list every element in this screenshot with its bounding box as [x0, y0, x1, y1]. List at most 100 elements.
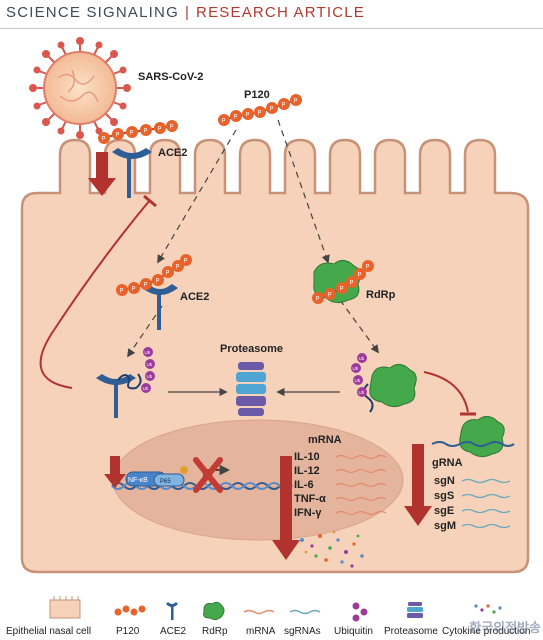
legend-label-sgrnas: sgRNAs: [284, 626, 321, 637]
p120-bead-label: P: [234, 115, 238, 121]
sgrna-2: sgE: [434, 505, 454, 517]
broadcaster-watermark: 한국의정방송: [469, 620, 541, 635]
mrna-title: mRNA: [308, 434, 342, 446]
p120-bead-label: P: [102, 137, 106, 143]
article-type: RESEARCH ARTICLE: [196, 4, 366, 21]
legend-label-p120: P120: [116, 626, 140, 637]
journal-name: SCIENCE SIGNALING: [6, 4, 179, 21]
legend-rdrp-swatch: [203, 601, 225, 621]
legend-label-mrna: mRNA: [246, 626, 276, 637]
nfkb-complex: [125, 466, 188, 487]
nfkb-label: NF-κB: [128, 477, 148, 484]
p120-bead-label: P: [340, 287, 344, 293]
legend-sgrna-swatch: [289, 609, 321, 615]
p120-bead-label: P: [176, 265, 180, 271]
rdrp-p120-complex: [312, 260, 374, 304]
p120-bead-label: P: [170, 125, 174, 131]
article-header: SCIENCE SIGNALING | RESEARCH ARTICLE: [6, 4, 365, 21]
transcription-block: [193, 457, 231, 493]
p120-bead-label: P: [166, 271, 170, 277]
cytokine-1: IL-12: [294, 465, 320, 477]
sgrna-1: sgS: [434, 490, 454, 502]
p120-bead-label: P: [258, 111, 262, 117]
rdrp-inhibition: [423, 371, 469, 413]
nfkb-decrease-arrow: [104, 456, 126, 488]
legend-mrna-swatch: [243, 609, 275, 615]
inhibition-curve: [39, 199, 151, 389]
p120-bead-label: P: [350, 281, 354, 287]
cytokine-4: IFN-γ: [294, 507, 322, 519]
p120-bead-label: P: [328, 293, 332, 299]
ace2-receptor-top: [112, 148, 152, 198]
sgrna-3: sgM: [434, 520, 456, 532]
legend-proteasome-swatch: [407, 602, 423, 618]
p120-bead-label: P: [184, 259, 188, 265]
p120-bead-label: P: [144, 283, 148, 289]
legend: Epithelial nasal cell P120 ACE2 RdRp mRN…: [6, 596, 530, 637]
p120-dashed-arrows: [127, 119, 379, 358]
grna-label: gRNA: [432, 457, 463, 469]
sars-cov-2-virus: [29, 37, 131, 139]
cytokine-list: IL-10 IL-12 IL-6 TNF-α IFN-γ: [294, 451, 387, 519]
ubiquitin-label: Ub: [353, 366, 359, 371]
ubiquitinated-ace2: [96, 347, 155, 418]
rdrp-grna-complex: [431, 416, 515, 458]
cytokine-0: IL-10: [294, 451, 320, 463]
p120-bead-label: P: [116, 133, 120, 139]
ubiquitin-label: Ub: [147, 362, 153, 367]
p120-bead-label: P: [132, 287, 136, 293]
p65-label: P65: [160, 479, 171, 485]
sgrna-list: sgN sgS sgE sgM: [434, 475, 511, 532]
p120-bead-label: P: [156, 279, 160, 285]
legend-ace2-swatch: [166, 602, 178, 620]
legend-label-rdrp: RdRp: [202, 626, 228, 637]
ubiquitin-label: Ub: [147, 374, 153, 379]
legend-cytokine-swatch: [474, 604, 502, 614]
p120-bead-label: P: [120, 289, 124, 295]
p120-bead-label: P: [294, 99, 298, 105]
entry-arrow: [88, 152, 116, 196]
legend-ubiquitin-swatch: [352, 602, 368, 622]
cytokine-particles: [300, 530, 364, 568]
legend-label-cytokine: Cytokine production: [442, 626, 530, 637]
header-rule: [0, 28, 543, 29]
p120-bead-label: P: [358, 273, 362, 279]
legend-cell-swatch: [49, 596, 81, 619]
p120-chain-virus: [98, 120, 178, 144]
p120-bead-label: P: [144, 129, 148, 135]
p120-bead-label: P: [316, 297, 320, 303]
header-separator: |: [184, 4, 191, 21]
proteasome-label: Proteasome: [220, 343, 283, 355]
p120-bead-label: P: [270, 107, 274, 113]
ubiquitin-label: Ub: [355, 378, 361, 383]
ace2-top-label: ACE2: [158, 147, 187, 159]
legend-label-ace2: ACE2: [160, 626, 187, 637]
proteasome: [236, 362, 266, 416]
ubiquitinated-rdrp: [351, 353, 417, 413]
ubiquitin-label: Ub: [145, 350, 151, 355]
ubiquitin-label: Ub: [143, 386, 149, 391]
rdrp-label: RdRp: [366, 289, 396, 301]
cytokine-3: TNF-α: [294, 493, 326, 505]
sgrna-0: sgN: [434, 475, 455, 487]
legend-label-proteasome: Proteasome: [384, 626, 438, 637]
ace2-p120-complex: [116, 254, 192, 330]
p120-bead-label: P: [246, 113, 250, 119]
p120-bead-label: P: [130, 131, 134, 137]
grna-decrease-arrow: [404, 444, 432, 526]
p120-chain-top: [218, 94, 302, 126]
virus-label: SARS-CoV-2: [138, 71, 203, 83]
p120-label: P120: [244, 89, 270, 101]
ace2-mid-label: ACE2: [180, 291, 209, 303]
cytokine-2: IL-6: [294, 479, 314, 491]
cytokine-decrease-arrow: [272, 456, 300, 560]
p120-bead-label: P: [282, 103, 286, 109]
p120-bead-label: P: [158, 127, 162, 133]
p120-bead-label: P: [222, 119, 226, 125]
legend-p120-swatch: [114, 605, 146, 616]
ubiquitin-label: Ub: [359, 390, 365, 395]
legend-label-ubiquitin: Ubiquitin: [334, 626, 373, 637]
legend-label-cell: Epithelial nasal cell: [6, 626, 91, 637]
ubiquitin-label: Ub: [359, 356, 365, 361]
